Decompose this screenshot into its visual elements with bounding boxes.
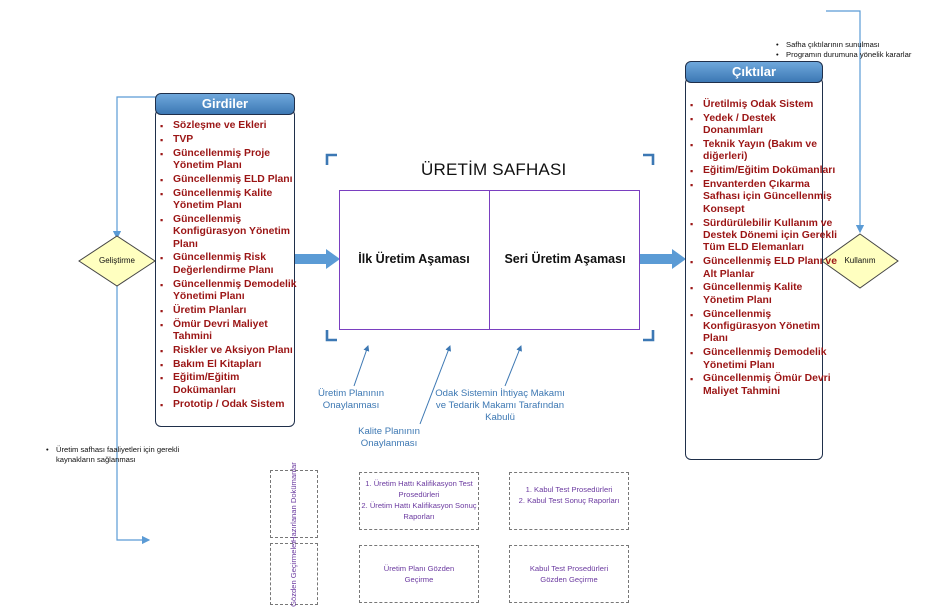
diagram-title: ÜRETİM SAFHASI: [421, 160, 567, 179]
inputs-item: Güncellenmiş Risk Değerlendirme Planı: [160, 252, 305, 277]
stage-initial-production: İlk Üretim Aşaması: [358, 252, 470, 266]
inputs-item: Bakım El Kitapları: [160, 359, 305, 372]
cell-review-1-text: Üretim Planı Gözden Geçirme: [383, 564, 455, 584]
top-right-notes: Safha çıktılarının sunulması Programın d…: [776, 40, 948, 60]
cell-docs-2-text: 1. Kabul Test Prosedürleri 2. Kabul Test…: [518, 485, 620, 505]
stage-serial-production: Seri Üretim Aşaması: [504, 252, 626, 266]
arrow-stage-to-outputs: [640, 249, 686, 269]
inputs-list: Sözleşme ve EkleriTVPGüncellenmiş Proje …: [156, 120, 305, 412]
inputs-item: Güncellenmiş Kalite Yönetim Planı: [160, 188, 305, 213]
outputs-header: Çıktılar: [685, 61, 823, 83]
note-item: Safha çıktılarının sunulması: [776, 40, 948, 50]
inputs-item: Riskler ve Aksiyon Planı: [160, 345, 305, 358]
note-item: Programın durumuna yönelik kararlar: [776, 50, 948, 60]
approval-quality-plan: Kalite Planının Onaylanması: [358, 426, 420, 449]
row-header-reviews: [270, 543, 318, 605]
diamond-gelistirme: [78, 235, 156, 287]
node-gelistirme: Geliştirme: [98, 256, 135, 265]
cell-docs-2: [509, 472, 629, 530]
row-label-docs: Hazırlanan Dokümanlar: [289, 462, 298, 542]
outputs-list: Üretilmiş Odak SistemYedek / Destek Dona…: [686, 99, 837, 400]
stage-box: [339, 190, 640, 330]
stage-divider: [489, 191, 491, 329]
inputs-item: Prototip / Odak Sistem: [160, 399, 305, 412]
inputs-item: Güncellenmiş Konfigürasyon Yönetim Planı: [160, 214, 305, 251]
outputs-item: Envanterden Çıkarma Safhası için Güncell…: [690, 179, 837, 216]
inputs-item: Üretim Planları: [160, 305, 305, 318]
node-kullanim: Kullanım: [844, 256, 876, 265]
arrow-inputs-to-stage: [295, 249, 340, 269]
outputs-item: Teknik Yayın (Bakım ve diğerleri): [690, 139, 837, 164]
inputs-item: TVP: [160, 134, 305, 147]
inputs-item: Eğitim/Eğitim Dokümanları: [160, 372, 305, 397]
inputs-header: Girdiler: [155, 93, 295, 115]
approval-production-plan: Üretim Planının Onaylanması: [317, 388, 385, 411]
outputs-item: Eğitim/Eğitim Dokümanları: [690, 165, 837, 178]
approval-arrow-2: [419, 345, 452, 425]
outputs-item: Yedek / Destek Donanımları: [690, 113, 837, 138]
inputs-item: Güncellenmiş Demodelik Yönetimi Planı: [160, 279, 305, 304]
outputs-item: Güncellenmiş ELD Planı ve Alt Planlar: [690, 256, 837, 281]
outputs-item: Üretilmiş Odak Sistem: [690, 99, 837, 112]
left-exit-line: [116, 284, 151, 545]
approval-arrow-3: [504, 345, 522, 387]
cell-review-2-text: Kabul Test Prosedürleri Gözden Geçirme: [529, 564, 609, 584]
outputs-item: Güncellenmiş Konfigürasyon Yönetim Planı: [690, 309, 837, 346]
outputs-item: Güncellenmiş Demodelik Yönetimi Planı: [690, 347, 837, 372]
cell-review-2: [509, 545, 629, 603]
right-top-line: [826, 10, 865, 234]
inputs-item: Sözleşme ve Ekleri: [160, 120, 305, 133]
corner-brackets: [325, 153, 655, 342]
inputs-item: Güncellenmiş Proje Yönetim Planı: [160, 148, 305, 173]
outputs-item: Güncellenmiş Ömür Devri Maliyet Tahmini: [690, 373, 837, 398]
note-item: Üretim safhası faaliyetleri için gerekli…: [46, 445, 206, 465]
bottom-left-note: Üretim safhası faaliyetleri için gerekli…: [46, 445, 206, 465]
cell-review-1: [359, 545, 479, 603]
row-header-docs: [270, 470, 318, 538]
inputs-item: Ömür Devri Maliyet Tahmini: [160, 319, 305, 344]
cell-docs-1: [359, 472, 479, 530]
cell-docs-1-text: 1. Üretim Hattı Kalifikasyon Test Prosed…: [361, 479, 477, 521]
row-label-reviews: Gözden Geçirmeler: [289, 541, 298, 607]
approval-arrow-1: [353, 345, 370, 387]
outputs-item: Güncellenmiş Kalite Yönetim Planı: [690, 282, 837, 307]
inputs-item: Güncellenmiş ELD Planı: [160, 174, 305, 187]
approval-acceptance: Odak Sistemin İhtiyaç Makamı ve Tedarik …: [435, 388, 565, 423]
outputs-item: Sürdürülebilir Kullanım ve Destek Dönemi…: [690, 218, 837, 255]
